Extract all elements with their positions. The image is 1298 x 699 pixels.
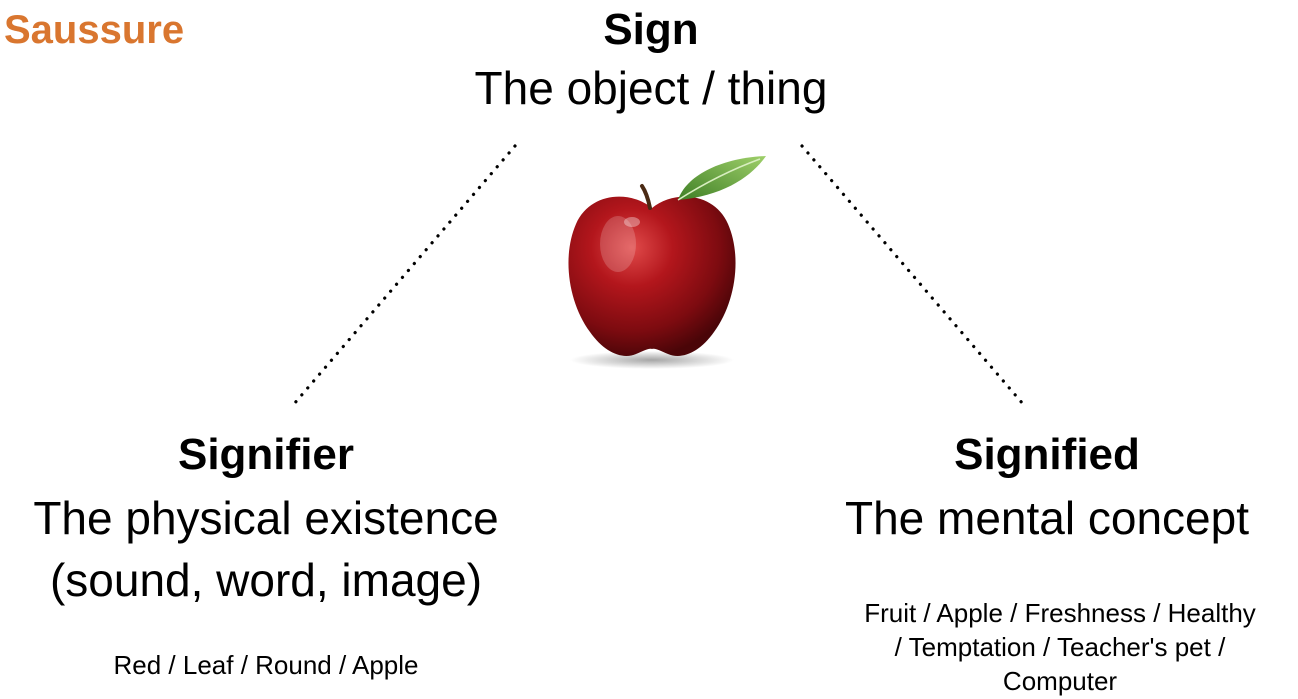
signified-description: The mental concept [844, 492, 1249, 544]
signifier-description-continued: (sound, word, image) [49, 554, 483, 606]
signified-examples-line: / Temptation / Teacher's pet / [894, 632, 1226, 662]
signified-examples-line: Fruit / Apple / Freshness / Healthy [864, 598, 1256, 628]
connector-left [292, 144, 517, 406]
signifier-description: The physical existence [33, 492, 499, 544]
signified-heading: Signified [954, 430, 1140, 479]
signifier-examples: Red / Leaf / Round / Apple [113, 650, 419, 680]
sign-heading: Sign [603, 5, 699, 54]
sign-description: The object / thing [474, 62, 828, 114]
apple-image [560, 146, 780, 381]
connector-right [800, 144, 1025, 406]
signified-examples-line: Computer [1002, 666, 1118, 696]
signifier-heading: Signifier [177, 430, 355, 479]
apple-icon [568, 156, 766, 369]
slide-title: Saussure [4, 8, 185, 52]
signified-examples: Fruit / Apple / Freshness / Healthy / Te… [822, 596, 1298, 698]
